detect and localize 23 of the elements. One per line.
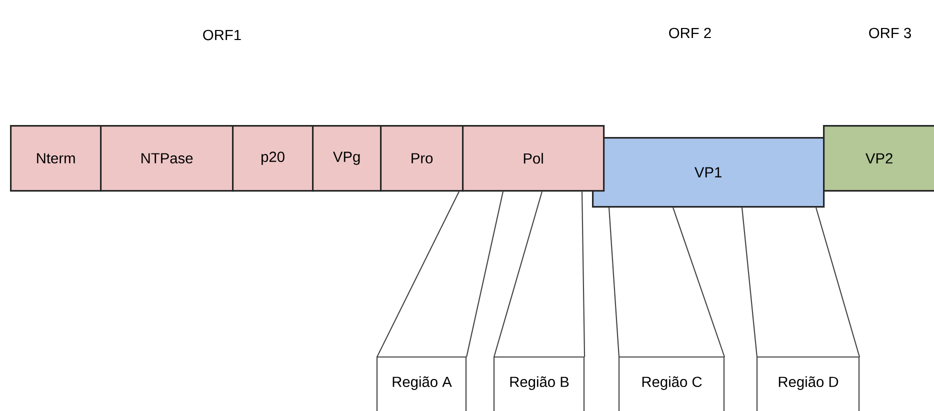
orf-label: ORF 3 [869,28,911,38]
gene-segment: Pol [462,125,605,192]
gene-segment: p20 [232,125,314,192]
leader-line [494,191,543,358]
leader-line [376,191,460,358]
region-box: Região D [756,356,860,411]
gene-segment: VPg [312,125,382,192]
gene-segment: VP1 [592,137,825,208]
gene-segment: Pro [380,125,464,192]
leader-line [816,207,860,358]
region-box: Região A [376,356,467,411]
leader-line [672,207,726,358]
leader-line [608,208,620,358]
region-box: Região C [618,356,725,411]
gene-segment: NTPase [100,125,234,192]
region-box: Região B [493,356,585,411]
leader-line [466,191,504,358]
gene-segment: VP2 [823,125,934,192]
gene-segment: Nterm [10,125,102,192]
leader-line [581,192,586,357]
leader-line [741,208,758,358]
orf-label: ORF 2 [669,28,711,38]
orf-label: ORF1 [203,30,241,40]
